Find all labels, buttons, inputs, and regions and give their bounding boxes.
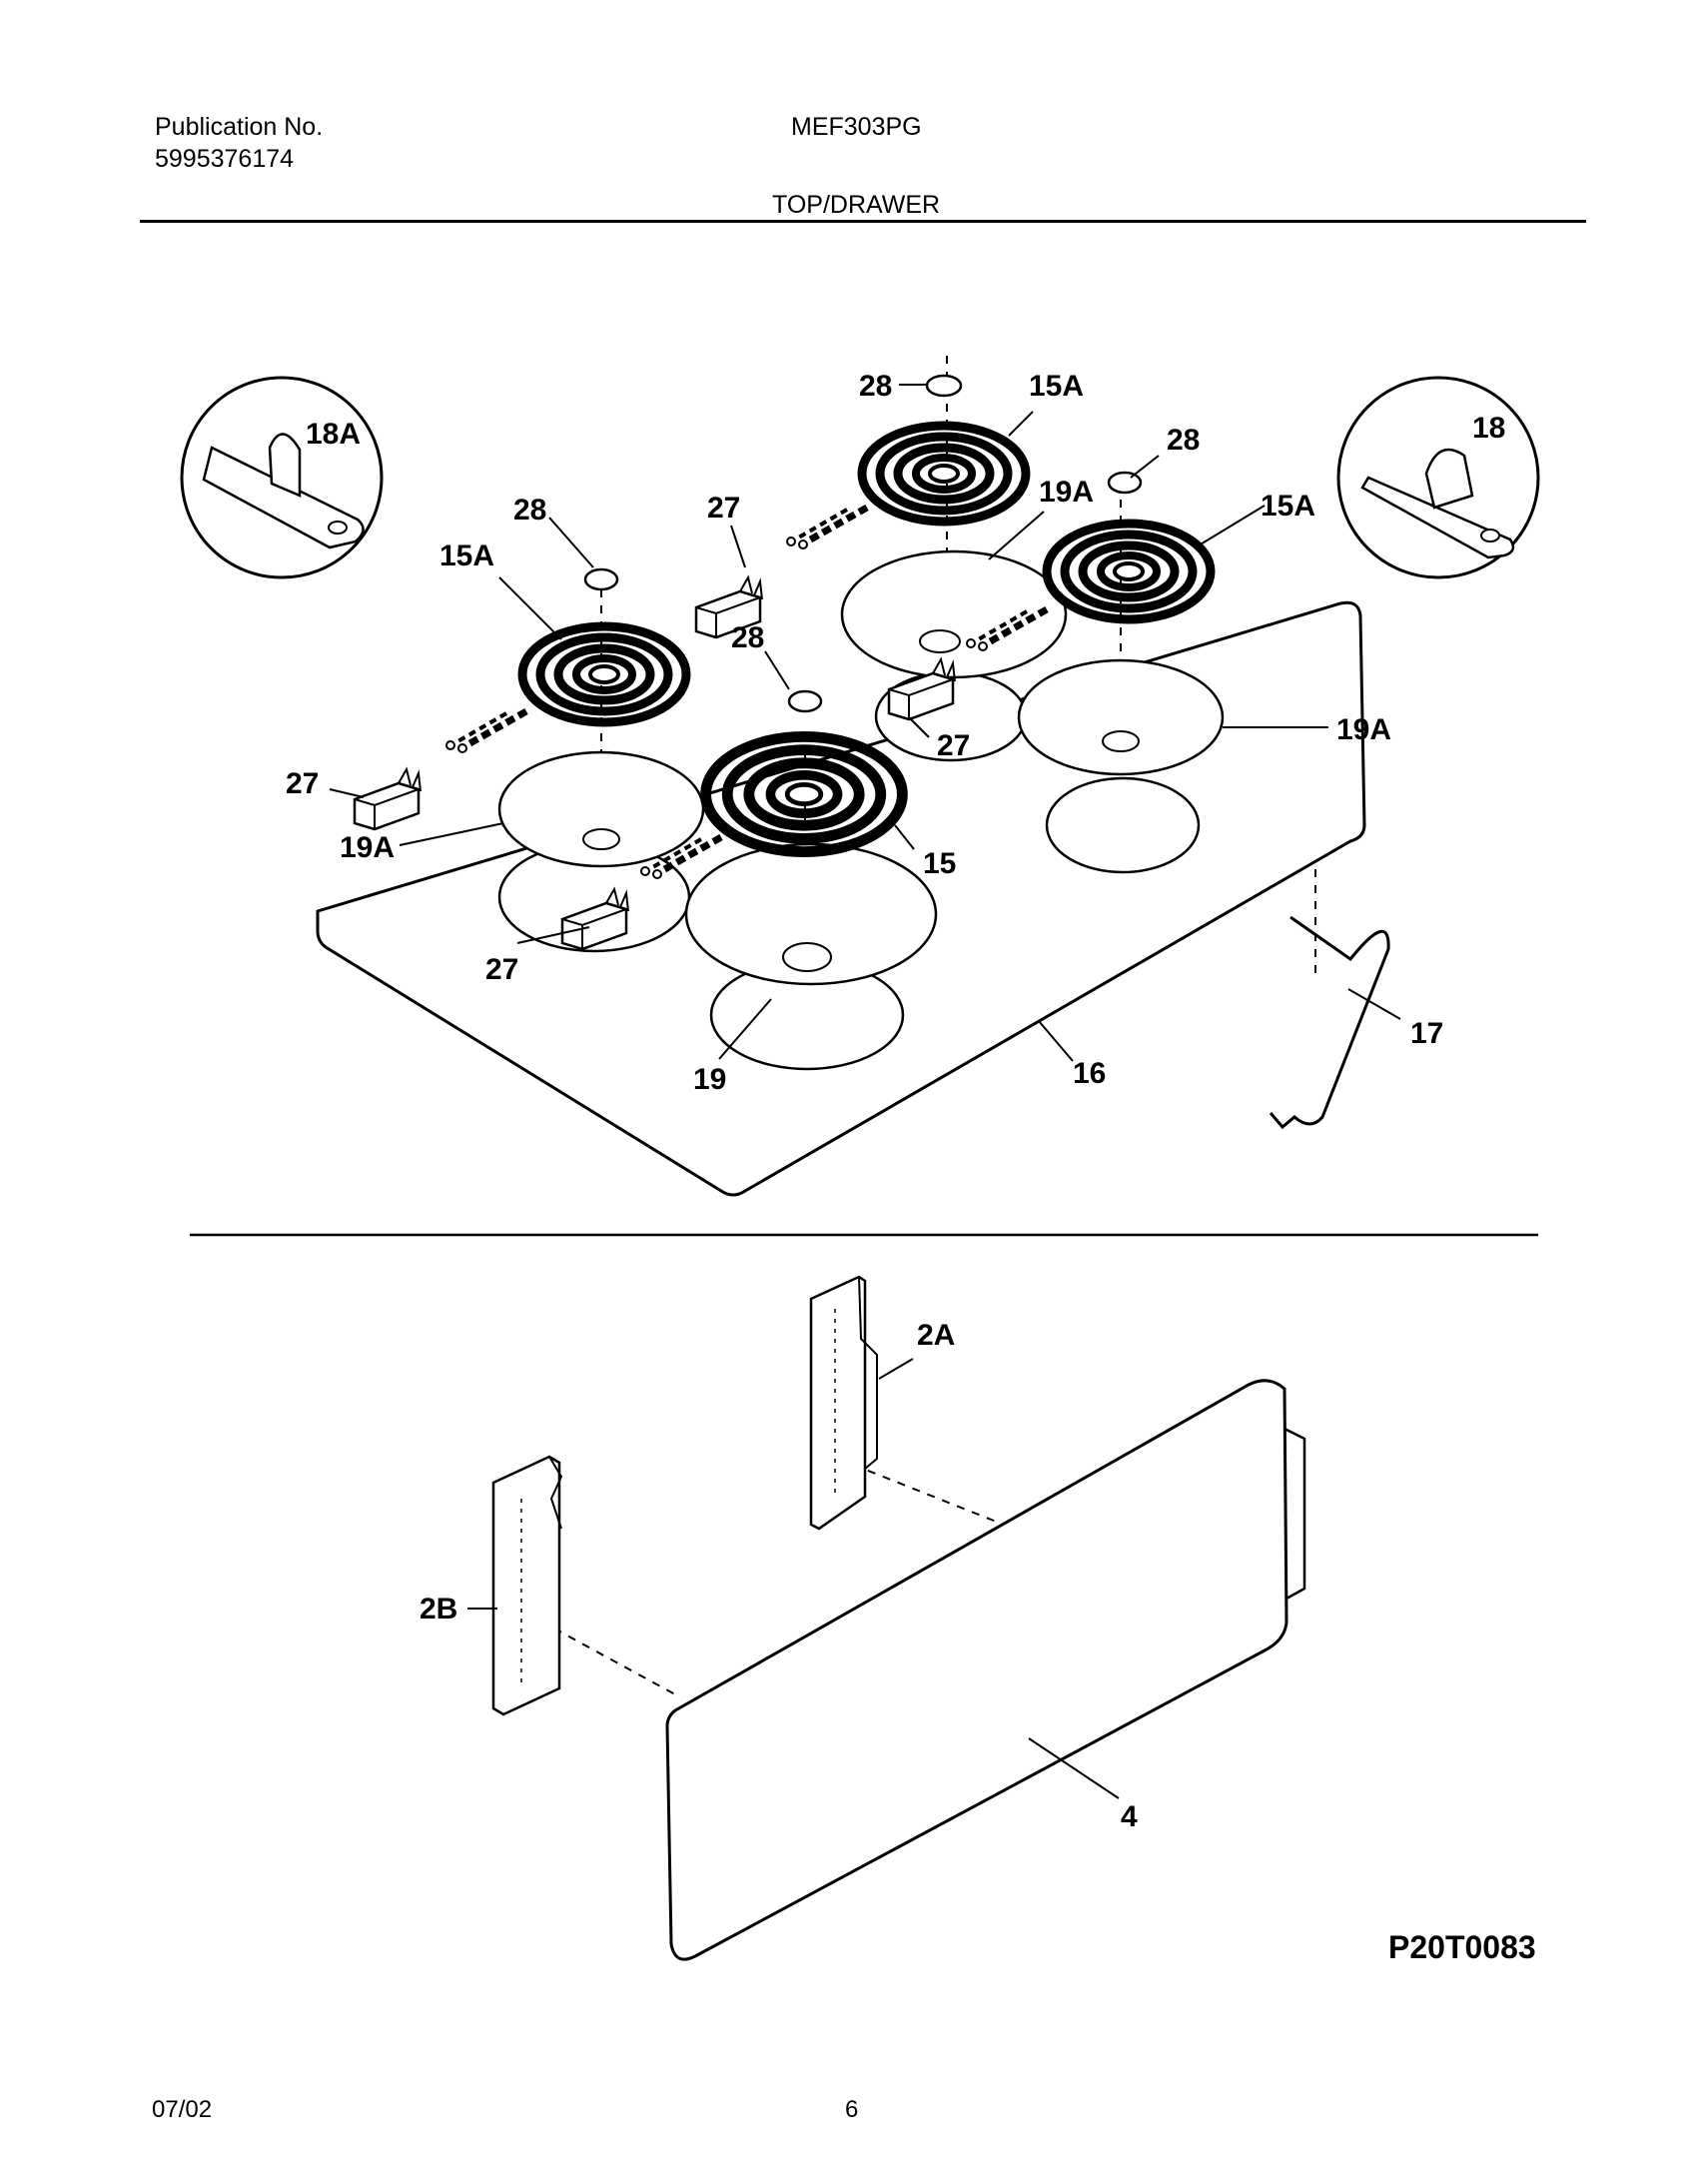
drip-bowls [497, 549, 1225, 986]
callout-15a-top: 15A [1029, 370, 1084, 403]
drawer-front [665, 1379, 1288, 1961]
callout-2a: 2A [917, 1319, 955, 1352]
callout-15a-right: 15A [1261, 490, 1315, 523]
callout-19a-right: 19A [1336, 713, 1391, 746]
section-title: TOP/DRAWER [772, 191, 941, 219]
callout-19: 19 [693, 1063, 726, 1096]
publication-number: 5995376174 [155, 145, 295, 173]
ground-wire [1269, 915, 1390, 1130]
callout-28-top: 28 [859, 370, 892, 403]
drawer-rail-2b [491, 1455, 563, 1716]
diagram-reference-code: P20T0083 [1388, 1929, 1536, 1965]
callout-15a-left: 15A [439, 540, 494, 572]
footer-date: 07/02 [152, 2096, 213, 2123]
callout-17: 17 [1410, 1017, 1443, 1050]
callout-18: 18 [1472, 412, 1505, 445]
callout-27-center: 27 [937, 729, 970, 762]
callout-15: 15 [923, 847, 956, 880]
detail-circle-18a [180, 376, 384, 579]
callout-27-bottom: 27 [485, 953, 518, 986]
leader-lines [329, 384, 1401, 1799]
callout-4: 4 [1121, 1800, 1138, 1833]
drawer-rail-2a [809, 1275, 878, 1531]
detail-circle-18 [1336, 376, 1540, 579]
publication-label: Publication No. [155, 113, 324, 141]
callout-27-top: 27 [707, 492, 740, 525]
model-number: MEF303PG [791, 113, 922, 141]
callout-28-right: 28 [1167, 424, 1200, 457]
trim-caps [583, 374, 1143, 713]
callout-2b: 2B [420, 1593, 457, 1626]
callout-27-left: 27 [286, 767, 319, 800]
panel-openings [497, 670, 1201, 1071]
callout-28-center: 28 [731, 621, 764, 654]
callout-19a-top: 19A [1039, 476, 1094, 509]
callout-16: 16 [1073, 1057, 1106, 1090]
header-rule [140, 220, 1586, 223]
callout-28-left: 28 [513, 494, 546, 527]
footer-page-number: 6 [845, 2096, 859, 2123]
callout-18a: 18A [306, 418, 361, 451]
callout-19a-left: 19A [340, 831, 395, 864]
